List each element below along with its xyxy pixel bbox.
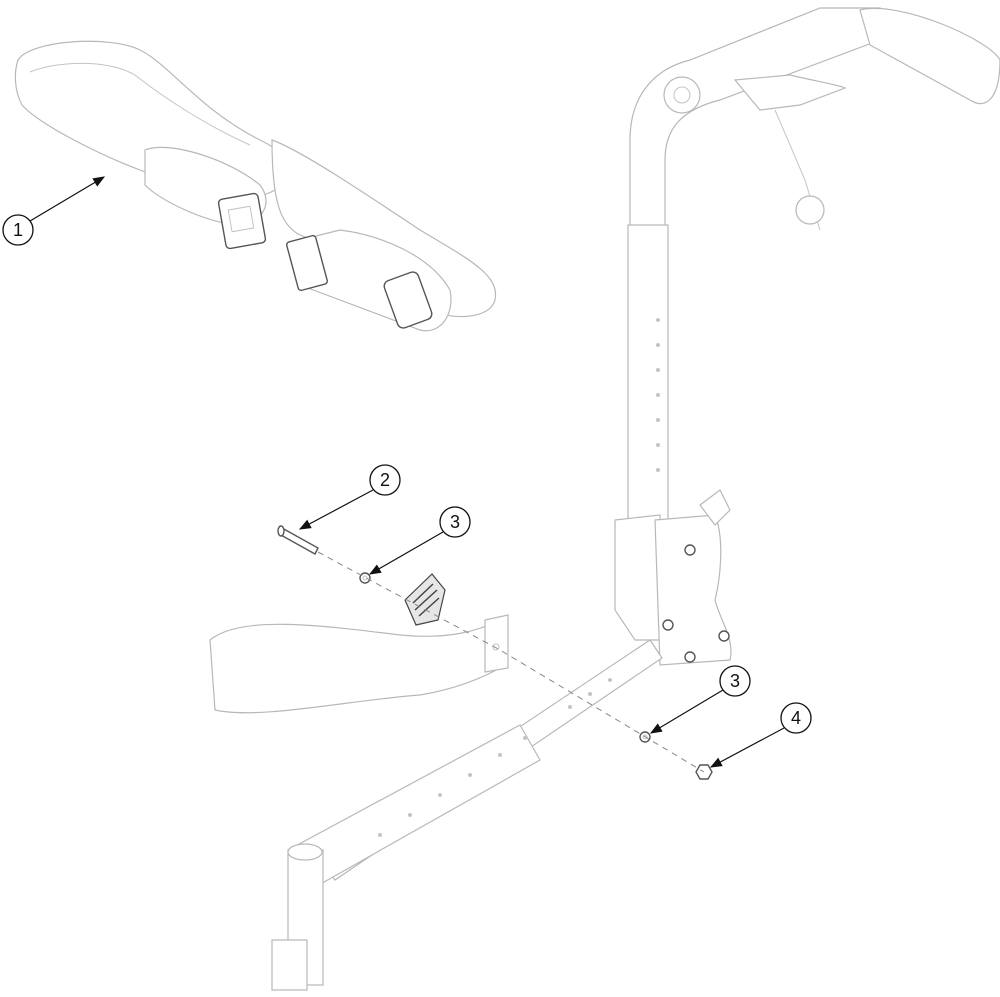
calf-strap: [209, 614, 509, 714]
callout-2: 2: [298, 464, 401, 530]
washer-upper: [359, 572, 371, 584]
callout-3-upper: 3: [368, 506, 471, 575]
callout-3-lower: 3: [649, 665, 751, 734]
callout-label: 4: [791, 708, 801, 728]
seat-belt: [14, 40, 497, 332]
callout-4: 4: [709, 702, 812, 768]
pin: [277, 525, 319, 555]
callout-label: 1: [13, 220, 23, 240]
callout-label: 2: [380, 470, 390, 490]
assembly-axis-line: [317, 551, 705, 773]
callout-label: 3: [450, 512, 460, 532]
callout-label: 3: [730, 671, 740, 691]
callout-1: 1: [2, 176, 106, 246]
bracket-plate: [404, 573, 446, 626]
footrest-hanger: [271, 639, 663, 991]
back-cane: [614, 7, 1000, 666]
